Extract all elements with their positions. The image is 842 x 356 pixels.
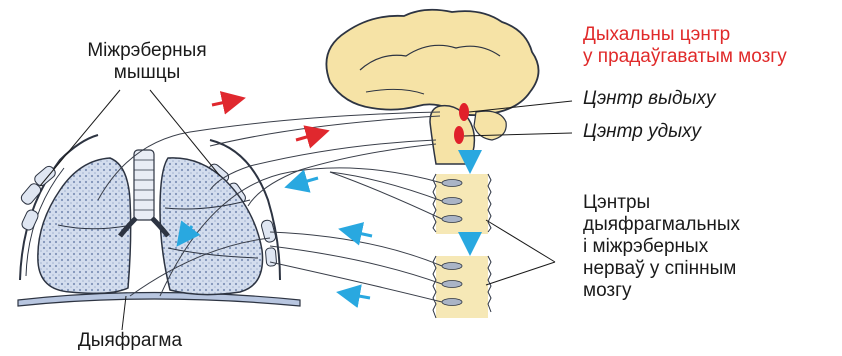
red-arrow-lower bbox=[296, 132, 324, 140]
exhalation-center-dot bbox=[459, 103, 469, 121]
inhalation-center-dot bbox=[454, 126, 464, 144]
spinal-centers-line-5: мозгу bbox=[583, 280, 838, 302]
right-lung bbox=[160, 158, 263, 295]
diaphragm-label: Дыяфрагма bbox=[60, 330, 200, 352]
spinal-centers-line-4: нерваў у спінным bbox=[583, 258, 838, 280]
blue-arrow-lower-nerve bbox=[342, 293, 370, 298]
intercostal-muscles-label: Міжрэберныя мышцы bbox=[62, 40, 232, 84]
respiratory-center-label: Дыхальны цэнтр у прадаўгаватым мозгу bbox=[583, 24, 838, 68]
brain bbox=[326, 10, 538, 164]
respiratory-center-line-2: у прадаўгаватым мозгу bbox=[583, 46, 838, 68]
spinal-cord-lower bbox=[433, 256, 491, 318]
spinal-centers-label: Цэнтры дыяфрагмальных і міжрэберных нерв… bbox=[583, 192, 838, 302]
spinal-centers-line-1: Цэнтры bbox=[583, 192, 838, 214]
diaphragm-shape bbox=[18, 293, 300, 307]
intercostal-muscles-line-1: Міжрэберныя bbox=[62, 40, 232, 62]
inhalation-center-label: Цэнтр удыху bbox=[583, 121, 701, 143]
red-arrow-upper bbox=[212, 99, 240, 105]
blue-arrow-middle-nerve bbox=[344, 230, 372, 236]
intercostal-muscles-line-2: мышцы bbox=[62, 62, 232, 84]
respiratory-center-line-1: Дыхальны цэнтр bbox=[583, 24, 838, 46]
exhalation-center-label: Цэнтр выдыху bbox=[583, 88, 715, 110]
spinal-centers-line-2: дыяфрагмальных bbox=[583, 214, 838, 236]
blue-arrow-upper-nerve bbox=[290, 178, 318, 186]
spinal-centers-line-3: і міжрэберных bbox=[583, 236, 838, 258]
